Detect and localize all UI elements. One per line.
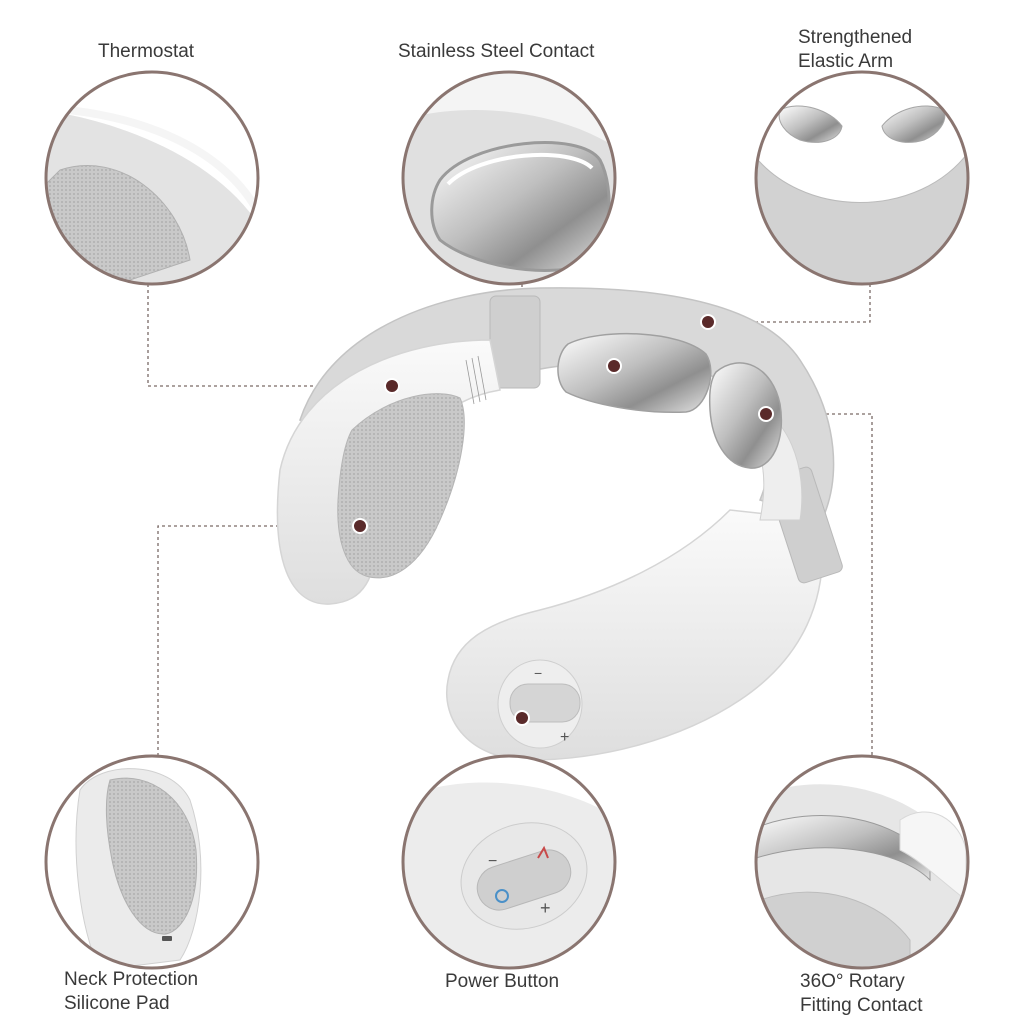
label-neck-protection: Neck Protection Silicone Pad bbox=[64, 968, 198, 1016]
detail-circle-thermostat bbox=[44, 70, 260, 286]
label-thermostat-text: Thermostat bbox=[98, 41, 195, 62]
detail-circle-power: − + bbox=[401, 754, 617, 970]
left-silicone-pad bbox=[337, 393, 465, 579]
marker-neck bbox=[352, 518, 368, 534]
leader-arm bbox=[708, 284, 871, 323]
marker-power bbox=[514, 710, 530, 726]
label-arm-line1: Strengthened bbox=[798, 27, 913, 48]
panel-plus: + bbox=[560, 729, 569, 746]
leader-neck bbox=[157, 525, 360, 756]
label-rotary-fitting-contact: 36O° Rotary Fitting Contact bbox=[800, 970, 923, 1018]
marker-steel bbox=[606, 358, 622, 374]
label-rotary-line1: 36O° Rotary bbox=[800, 971, 905, 992]
panel-minus: − bbox=[534, 665, 542, 681]
marker-arm bbox=[700, 314, 716, 330]
detail-circle-arm bbox=[754, 70, 970, 286]
label-stainless-steel-contact: Stainless Steel Contact bbox=[398, 40, 594, 64]
control-panel: − + bbox=[497, 659, 583, 749]
label-strengthened-elastic-arm: Strengthened Elastic Arm bbox=[798, 26, 912, 74]
marker-dots bbox=[352, 314, 774, 726]
label-arm-line2: Elastic Arm bbox=[798, 51, 894, 72]
marker-thermostat bbox=[384, 378, 400, 394]
right-steel-contact bbox=[708, 362, 783, 469]
label-neck-line2: Silicone Pad bbox=[64, 993, 170, 1014]
label-stainless-steel-contact-text: Stainless Steel Contact bbox=[398, 41, 595, 62]
label-power-button: Power Button bbox=[445, 970, 559, 994]
label-thermostat: Thermostat bbox=[98, 40, 194, 64]
label-power-button-text: Power Button bbox=[445, 971, 560, 992]
left-steel-contact bbox=[557, 332, 712, 414]
label-neck-line1: Neck Protection bbox=[64, 969, 199, 990]
marker-rotary bbox=[758, 406, 774, 422]
neck-massager: − + bbox=[276, 287, 843, 761]
closeup-plus: + bbox=[540, 898, 551, 918]
detail-circle-neck bbox=[44, 754, 260, 970]
spec-print bbox=[465, 355, 487, 405]
closeup-minus: − bbox=[488, 853, 497, 870]
detail-circle-steel bbox=[401, 70, 617, 286]
label-rotary-line2: Fitting Contact bbox=[800, 995, 923, 1016]
leader-thermostat bbox=[147, 284, 392, 387]
detail-circle-rotary bbox=[754, 754, 970, 970]
